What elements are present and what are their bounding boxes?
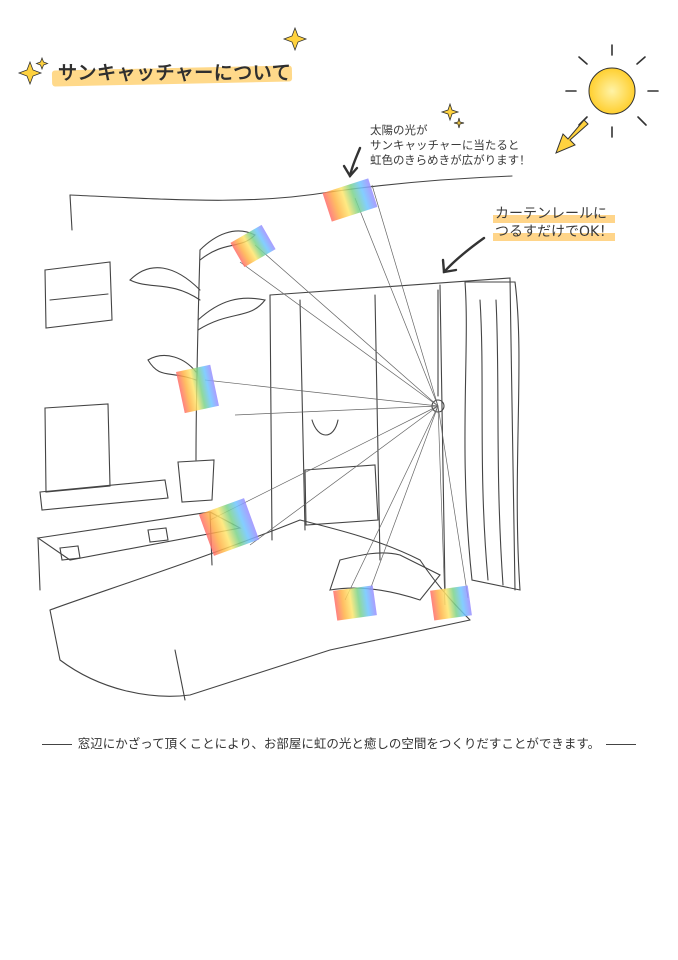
- caption-dash-left: [41, 744, 72, 745]
- rail-annotation-line-2: つるすだけでOK！: [493, 223, 616, 241]
- sparkle-icon: [440, 102, 465, 129]
- sun-annotation: 太陽の光が サンキャッチャーに当たると 虹色のきらめきが広がります！: [370, 123, 531, 168]
- arrow-icon: [342, 146, 362, 179]
- sun-annotation-line-2: サンキャッチャーに当たると: [370, 138, 520, 152]
- light-rays: [204, 184, 469, 606]
- page-title: サンキャッチャーについて: [58, 62, 292, 84]
- rail-annotation: カーテンレールに つるすだけでOK！: [493, 205, 616, 241]
- sparkle-icon: [17, 56, 49, 86]
- sun-icon: [565, 44, 659, 138]
- arrow-icon: [441, 236, 486, 274]
- caption-dash-right: [606, 744, 637, 745]
- sun-annotation-line-3: 虹色のきらめきが広がります！: [370, 153, 531, 167]
- sun-annotation-line-1: 太陽の光が: [370, 123, 428, 137]
- title-block: サンキャッチャーについて: [22, 28, 322, 88]
- room-sketch: [36, 175, 521, 701]
- caption: 窓辺にかざって頂くことにより、お部屋に虹の光と癒しの空間をつくりだすことができま…: [0, 733, 678, 752]
- arrow-icon: [555, 119, 589, 154]
- rail-annotation-line-1: カーテンレールに: [493, 205, 616, 223]
- caption-text: 窓辺にかざって頂くことにより、お部屋に虹の光と癒しの空間をつくりだすことができま…: [77, 736, 601, 751]
- sparkle-icon: [282, 26, 308, 52]
- rainbow-patch: [176, 178, 472, 621]
